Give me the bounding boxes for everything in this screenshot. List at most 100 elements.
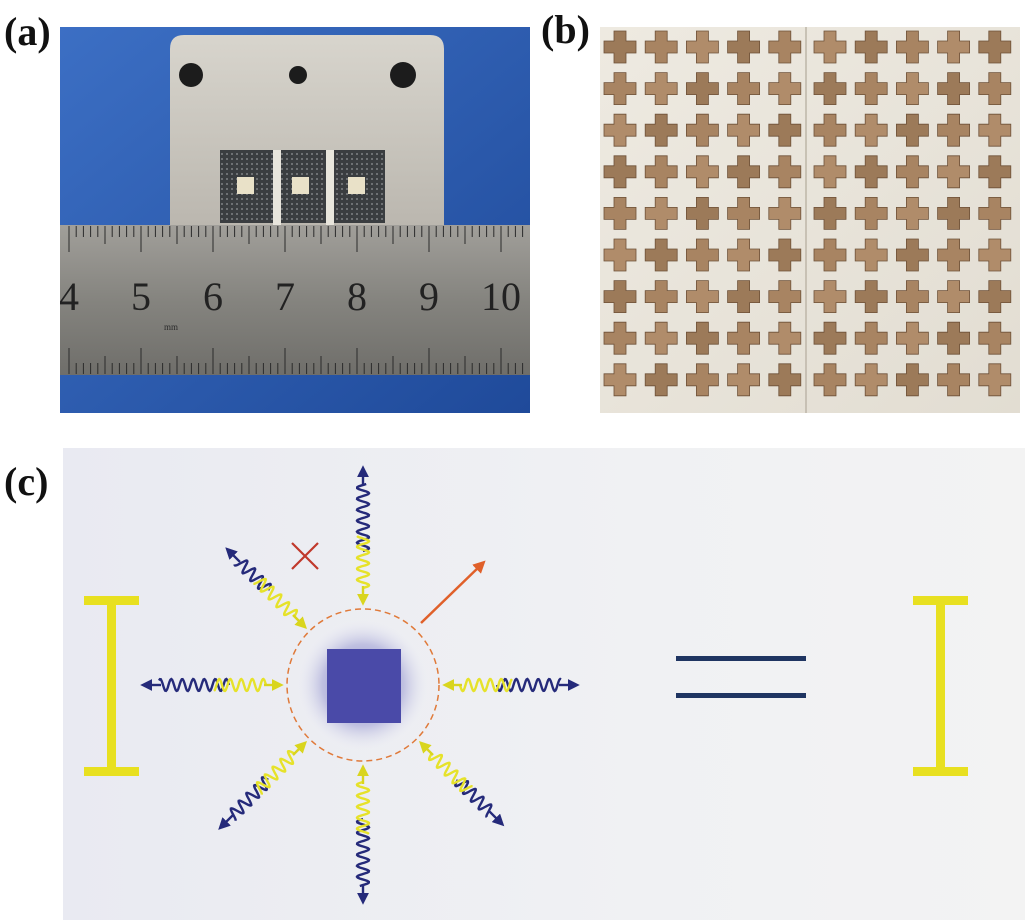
ruler-numbers: 4 5 6 7 8 9 10	[60, 274, 521, 319]
cross-tile	[727, 363, 760, 397]
ruler-number: 4	[60, 274, 79, 319]
cross-tile	[937, 197, 970, 230]
cross-tile	[727, 197, 760, 230]
cross-tile	[686, 30, 719, 64]
ruler-number: 6	[203, 274, 223, 319]
ruler	[60, 225, 530, 375]
cross-tile	[686, 280, 719, 313]
cross-tile	[686, 155, 719, 189]
schematic-diagram	[63, 448, 1025, 920]
cross-tile	[727, 113, 760, 147]
cross-tile	[978, 238, 1012, 272]
scatterer-square	[327, 649, 401, 723]
cross-tile	[896, 113, 929, 147]
cross-tile	[603, 155, 637, 189]
cross-tile	[768, 321, 802, 355]
cross-tile	[978, 280, 1012, 313]
cross-tile	[768, 30, 802, 64]
cross-tile	[644, 197, 678, 230]
cross-tile	[896, 238, 929, 272]
panel-label-b: (b)	[541, 7, 590, 52]
cross-tile	[603, 280, 637, 313]
ruler-number: 7	[275, 274, 295, 319]
right-bracket	[913, 596, 968, 776]
wave-arrow	[419, 741, 505, 827]
cross-tile	[854, 197, 888, 230]
plate-hole-left	[179, 63, 203, 87]
wave-arrow	[355, 465, 371, 606]
cross-tile	[813, 113, 847, 147]
cross-tile	[978, 155, 1012, 189]
cross-tile	[603, 113, 637, 147]
cross-tile	[978, 30, 1012, 64]
cross-tile	[813, 363, 847, 397]
cross-tile	[686, 238, 719, 272]
cross-tile	[854, 30, 888, 64]
cross-tile	[937, 363, 970, 397]
cross-tile	[937, 238, 970, 272]
cross-tile	[768, 113, 802, 147]
ruler-unit-mark: mm	[164, 322, 178, 332]
cross-tile	[768, 155, 802, 189]
cross-tile	[768, 197, 802, 230]
cross-tile	[727, 280, 760, 313]
left-bracket	[84, 596, 139, 776]
cross-tile	[896, 197, 929, 230]
cross-tile	[937, 72, 970, 105]
cross-tile	[813, 280, 847, 313]
cross-tile	[978, 72, 1012, 105]
ruler-number: 10	[481, 274, 521, 319]
cross-tile	[896, 155, 929, 189]
cross-tile	[896, 30, 929, 64]
cross-array	[603, 30, 1012, 397]
cross-tile	[937, 155, 970, 189]
cross-tile	[603, 30, 637, 64]
cross-tile	[644, 30, 678, 64]
ruler-number: 9	[419, 274, 439, 319]
cross-tile	[727, 72, 760, 105]
cross-tile	[937, 113, 970, 147]
cross-tile	[603, 72, 637, 105]
plate-hole-right	[390, 62, 416, 88]
cross-tile	[896, 363, 929, 397]
cross-tile	[854, 72, 888, 105]
cross-tile	[768, 363, 802, 397]
cross-tile	[813, 321, 847, 355]
cross-tile	[854, 280, 888, 313]
ruler-ticks	[68, 226, 524, 374]
wave-arrow	[442, 677, 580, 693]
cross-tile	[813, 238, 847, 272]
cross-tile	[854, 363, 888, 397]
cross-tile	[854, 155, 888, 189]
cross-tile	[644, 72, 678, 105]
cross-tile	[603, 238, 637, 272]
photo-cross-array	[600, 27, 1020, 413]
sample-chips	[220, 150, 385, 225]
ruler-number: 5	[131, 274, 151, 319]
cross-tile	[768, 238, 802, 272]
cross-tile	[978, 363, 1012, 397]
cross-tile	[854, 238, 888, 272]
wave-arrow	[218, 741, 307, 830]
cross-tile	[686, 72, 719, 105]
panel-label-c: (c)	[4, 459, 49, 504]
cross-tile	[644, 363, 678, 397]
wave-arrow	[225, 547, 307, 629]
cross-tile	[896, 321, 929, 355]
wave-arrows	[140, 465, 580, 905]
cross-tile	[644, 238, 678, 272]
cross-tile	[978, 321, 1012, 355]
cross-tile	[813, 30, 847, 64]
cross-tile	[937, 30, 970, 64]
cross-tile	[978, 197, 1012, 230]
cross-tile	[896, 280, 929, 313]
cross-tile	[603, 321, 637, 355]
cross-tile	[978, 113, 1012, 147]
photo-sample-with-ruler: 4 5 6 7 8 9 10 mm	[60, 27, 530, 413]
cross-tile	[644, 280, 678, 313]
cross-tile	[686, 321, 719, 355]
ruler-number: 8	[347, 274, 367, 319]
blocked-cross-mark	[291, 542, 319, 570]
cross-tile	[644, 113, 678, 147]
cross-tile	[686, 197, 719, 230]
